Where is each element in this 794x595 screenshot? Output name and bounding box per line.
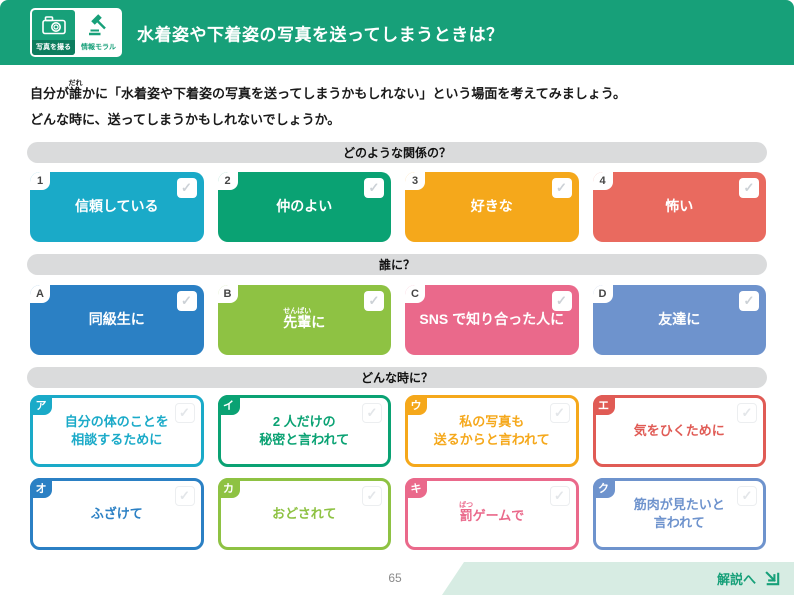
kana-badge: エ bbox=[592, 395, 615, 415]
checkbox-icon[interactable] bbox=[176, 291, 197, 311]
kana-badge: ク bbox=[592, 478, 615, 498]
moral-badge: 情報モラル bbox=[77, 10, 120, 55]
relation-card-4[interactable]: 4 怖い bbox=[592, 172, 766, 242]
letter-badge: C bbox=[405, 285, 425, 303]
page-title: 水着姿や下着姿の写真を送ってしまうときは？ bbox=[137, 25, 504, 44]
checkbox-icon[interactable] bbox=[739, 291, 759, 311]
card-label: おどされて bbox=[272, 505, 337, 521]
photo-badge-label: 写真を撮る bbox=[32, 40, 75, 55]
relation-card-1[interactable]: 1 信頼している bbox=[30, 172, 204, 242]
kana-badge: カ bbox=[217, 478, 240, 498]
checkbox-icon[interactable] bbox=[549, 403, 570, 423]
card-label: SNS で知り合った人に bbox=[419, 311, 565, 328]
kana-badge: イ bbox=[217, 395, 240, 415]
recipient-card-row: A 同級生に B 先輩せんぱいに C SNS で知り合った人に D 友達に bbox=[30, 285, 766, 355]
checkbox-icon[interactable] bbox=[551, 291, 572, 311]
situation-card-5[interactable]: オ ふざけて bbox=[30, 478, 204, 550]
number-badge: 1 bbox=[30, 172, 50, 190]
relationship-card-row: 1 信頼している 2 仲のよい 3 好きな 4 怖い bbox=[30, 172, 766, 242]
intro-text: 自分が誰だれかに「水着姿や下着姿の写真を送ってしまうかもしれない」という場面を考… bbox=[30, 80, 770, 136]
situation-card-6[interactable]: カ おどされて bbox=[217, 478, 391, 550]
card-label: 信頼している bbox=[74, 198, 159, 215]
checkbox-icon[interactable] bbox=[737, 486, 757, 506]
checkbox-icon[interactable] bbox=[174, 486, 195, 506]
checkbox-icon[interactable] bbox=[737, 403, 757, 423]
relation-card-3[interactable]: 3 好きな bbox=[405, 172, 579, 242]
checkbox-icon[interactable] bbox=[176, 178, 197, 198]
recipient-card-b[interactable]: B 先輩せんぱいに bbox=[217, 285, 391, 355]
checkbox-icon[interactable] bbox=[549, 486, 570, 506]
card-label: 自分の体のことを相談するために bbox=[64, 413, 169, 447]
intro-line2: どんな時に、送ってしまうかもしれないでしょうか。 bbox=[30, 112, 341, 128]
kaisetsu-link[interactable]: 解説へ bbox=[717, 569, 782, 588]
number-badge: 3 bbox=[405, 172, 425, 190]
footer-tab: 解説へ bbox=[442, 562, 794, 595]
photo-badge: 写真を撮る bbox=[32, 10, 75, 55]
card-label: 私の写真も送るからと言われて bbox=[433, 413, 550, 447]
gavel-icon bbox=[77, 10, 120, 40]
moral-badge-label: 情報モラル bbox=[81, 44, 116, 51]
kana-badge: キ bbox=[405, 478, 427, 498]
number-badge: 2 bbox=[217, 172, 238, 190]
card-label: 友達に bbox=[658, 311, 701, 328]
arrow-corner-icon bbox=[763, 569, 782, 588]
checkbox-icon[interactable] bbox=[364, 178, 384, 198]
camera-icon bbox=[32, 10, 75, 40]
kaisetsu-link-label: 解説へ bbox=[716, 572, 756, 587]
page-number: 65 bbox=[388, 571, 402, 585]
relation-card-2[interactable]: 2 仲のよい bbox=[217, 172, 391, 242]
card-label: 筋肉が見たいと言われて bbox=[633, 496, 725, 530]
checkbox-icon[interactable] bbox=[174, 403, 195, 423]
letter-badge: B bbox=[217, 285, 238, 303]
recipient-card-d[interactable]: D 友達に bbox=[592, 285, 766, 355]
card-label: 仲のよい bbox=[276, 198, 333, 215]
number-badge: 4 bbox=[592, 172, 613, 190]
section-heading-recipient: 誰に？ bbox=[27, 254, 767, 275]
checkbox-icon[interactable] bbox=[551, 178, 572, 198]
lesson-category-badges: 写真を撮る 情報モラル bbox=[30, 8, 122, 57]
checkbox-icon[interactable] bbox=[364, 291, 384, 311]
section-heading-situation: どんな時に？ bbox=[27, 367, 767, 388]
situation-card-7[interactable]: キ 罰ばつゲームで bbox=[405, 478, 579, 550]
letter-badge: A bbox=[30, 285, 50, 303]
intro-line1: 自分が誰だれかに「水着姿や下着姿の写真を送ってしまうかもしれない」という場面を考… bbox=[30, 80, 626, 101]
card-label: 罰ばつゲームで bbox=[459, 502, 525, 524]
checkbox-icon[interactable] bbox=[739, 178, 759, 198]
card-label: 同級生に bbox=[88, 311, 145, 328]
checkbox-icon[interactable] bbox=[362, 403, 382, 423]
kana-badge: ウ bbox=[405, 395, 427, 415]
recipient-card-a[interactable]: A 同級生に bbox=[30, 285, 204, 355]
page-header: 写真を撮る 情報モラル 水着姿や下着姿の写真を送ってしまうときは？ bbox=[0, 0, 794, 65]
kana-badge: ア bbox=[30, 395, 52, 415]
situation-card-4[interactable]: エ 気をひくために bbox=[592, 395, 766, 467]
card-label: 怖い bbox=[665, 198, 694, 215]
card-label: 2 人だけの秘密と言われて bbox=[259, 413, 350, 447]
checkbox-icon[interactable] bbox=[362, 486, 382, 506]
section-heading-relationship: どのような関係の？ bbox=[27, 142, 767, 163]
recipient-card-c[interactable]: C SNS で知り合った人に bbox=[405, 285, 579, 355]
card-label: ふざけて bbox=[90, 505, 143, 521]
kana-badge: オ bbox=[30, 478, 52, 498]
letter-badge: D bbox=[592, 285, 613, 303]
card-label: 好きな bbox=[470, 198, 513, 215]
card-label: 先輩せんぱいに bbox=[283, 307, 326, 330]
card-label: 気をひくために bbox=[633, 422, 725, 438]
